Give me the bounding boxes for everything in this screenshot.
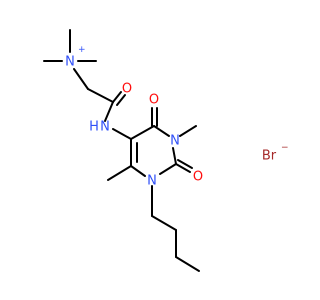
structure-canvas: N + O H N O N N O Br − [43,29,289,272]
bond-n3-c2 [172,147,177,165]
atom-amide-h: H [89,120,99,135]
bond-c2-n1 [159,163,177,175]
atom-ring-n1: N [147,174,157,189]
atom-ring-o-right: O [193,170,203,185]
bond-n3-methyl [179,125,197,137]
bond-n1-c6 [130,165,146,177]
molecule-drawing: N + O H N O N N O Br − [43,29,289,272]
bond-c2-o-2 [177,159,193,169]
bond-carbonyl-nh [104,101,114,122]
atom-ring-o-top: O [149,93,159,108]
bond-ch2-carbonyl [87,88,114,103]
bond-amide-co-1 [112,91,122,103]
atom-ammonium-charge: + [78,45,86,55]
atom-amide-n: N [100,120,110,135]
bond-nh-ring [112,128,132,140]
bond-c2-o-1 [175,163,191,173]
atom-amide-o: O [122,82,132,97]
bond-c6-methyl [107,165,132,181]
bond-butyl-4 [175,256,200,272]
counterion-charge: − [281,143,289,153]
bond-n-ch2 [73,68,89,90]
bond-butyl-2 [151,215,177,231]
atom-ammonium-n: N [65,55,75,70]
bond-c5-c4 [130,125,155,140]
bond-c4-n3 [153,125,170,137]
atom-ring-n3: N [170,134,180,149]
bond-amide-co-2 [116,94,126,106]
counterion-br: Br [262,149,277,164]
